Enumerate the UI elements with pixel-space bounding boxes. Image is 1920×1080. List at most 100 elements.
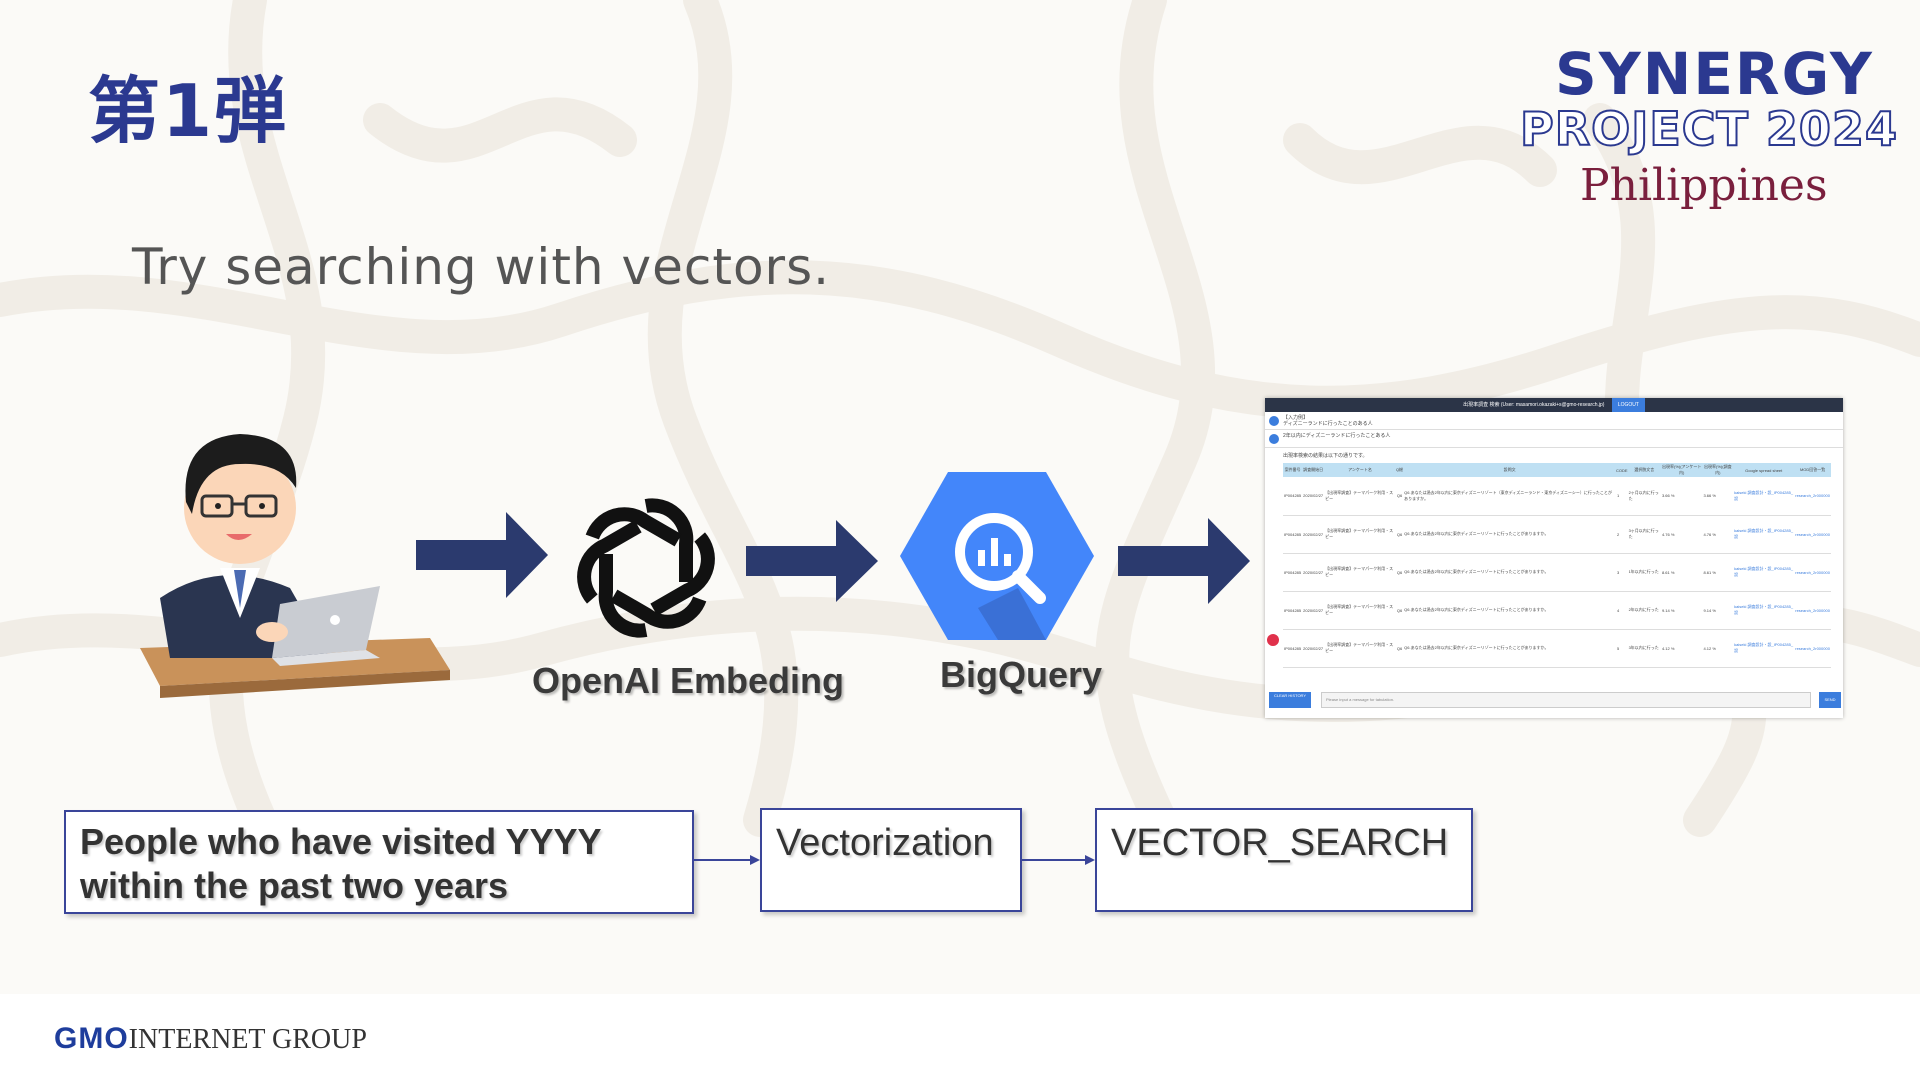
chat-message-line: 【入力例】: [1283, 415, 1309, 421]
query-line-1: People who have visited YYYY: [80, 821, 602, 862]
table-cell-q: Q6: [1395, 629, 1404, 668]
vectorization-box: Vectorization: [760, 808, 1022, 912]
table-header: Google spread sheet: [1733, 463, 1795, 477]
table-cell-choice: 1年以内に行った: [1627, 553, 1661, 592]
arrow-right-icon: [746, 520, 878, 602]
table-cell-mod[interactable]: research_2r000000: [1794, 515, 1831, 554]
table-cell-date: 2020/02/27: [1302, 629, 1325, 668]
chat-message-line: 2年以内にディズニーランドに行ったことある人: [1283, 433, 1391, 439]
table-cell-rate1: 4.76 %: [1660, 515, 1703, 554]
table-cell-mod[interactable]: research_2r000000: [1794, 477, 1831, 516]
vector-search-label: VECTOR_SEARCH: [1111, 822, 1449, 864]
user-avatar: [1269, 416, 1279, 426]
table-cell-sheet[interactable]: kaiseki 調査設計・設_IP004285_設: [1733, 553, 1795, 592]
connector-arrow-icon: [694, 855, 760, 865]
arrow-right-icon: [416, 512, 548, 598]
slide-subtitle: Try searching with vectors.: [132, 238, 831, 296]
table-header: 選択肢文言: [1627, 463, 1661, 477]
table-cell-rate1: 3.66 %: [1660, 477, 1703, 516]
table-cell-survey: 【出現率調査】テーマパーク利用・スピー: [1324, 515, 1396, 554]
table-cell-mod[interactable]: research_2r000000: [1794, 591, 1831, 630]
table-cell-sheet[interactable]: kaiseki 調査設計・設_IP004285_設: [1733, 629, 1795, 668]
slide-title: 第1弾: [88, 69, 289, 153]
table-cell-date: 2020/02/27: [1302, 477, 1325, 516]
table-cell-choice: 2年以内に行った: [1627, 591, 1661, 630]
table-cell-rate2: 8.61 %: [1702, 553, 1734, 592]
table-header: 出現率(%)(調査内): [1702, 463, 1734, 477]
table-cell-sheet[interactable]: kaiseki 調査設計・設_IP004285_設: [1733, 515, 1795, 554]
user-avatar: [1269, 434, 1279, 444]
screenshot-topbar-text: 出現率調査 検索 (User: masamori.okazaki+s@gmo-r…: [1463, 402, 1605, 408]
table-cell-code: 2: [1616, 515, 1628, 554]
table-cell-rate1: 4.12 %: [1660, 629, 1703, 668]
message-bar: CLEAR HISTORY Please input a message for…: [1269, 692, 1841, 710]
table-cell-survey: 【出現率調査】テーマパーク利用・スピー: [1324, 553, 1396, 592]
table-cell-rate2: 3.66 %: [1702, 477, 1734, 516]
table-cell-question: Q6.あなたは過去2年以内に東京ディズニーリゾート（東京ディズニーランド・東京デ…: [1403, 477, 1616, 516]
table-header: Q総: [1395, 463, 1404, 477]
table-cell-question: Q6.あなたは過去2年以内に東京ディズニーリゾートに行ったことがありますか。: [1403, 629, 1616, 668]
table-cell-q: Q6: [1395, 591, 1404, 630]
table-cell-rate2: 4.12 %: [1702, 629, 1734, 668]
table-cell-choice: 3年以内に行った: [1627, 629, 1661, 668]
table-cell-date: 2020/02/27: [1302, 591, 1325, 630]
gmo-logo: GMOINTERNET GROUP: [54, 1022, 367, 1056]
table-cell-rate2: 9.14 %: [1702, 591, 1734, 630]
table-cell-survey: 【出現率調査】テーマパーク利用・スピー: [1324, 629, 1396, 668]
table-cell-question: Q6.あなたは過去2年以内に東京ディズニーリゾートに行ったことがありますか。: [1403, 553, 1616, 592]
logout-button[interactable]: LOGOUT: [1611, 398, 1645, 412]
person-at-laptop-icon: [140, 434, 450, 698]
table-header: CODE: [1616, 463, 1628, 477]
openai-logo-icon: [577, 498, 715, 638]
table-header: 案件番号: [1283, 463, 1303, 477]
table-cell-q: Q6: [1395, 553, 1404, 592]
table-cell-id: IP004285: [1283, 629, 1303, 668]
brand-logo-project: PROJECT 2024: [1519, 101, 1898, 157]
table-cell-q: Q6: [1395, 515, 1404, 554]
chat-message-user: 2年以内にディズニーランドに行ったことある人: [1265, 430, 1843, 448]
results-screenshot: 出現率調査 検索 (User: masamori.okazaki+s@gmo-r…: [1265, 398, 1843, 718]
ai-avatar: [1267, 634, 1279, 646]
table-cell-code: 3: [1616, 553, 1628, 592]
table-cell-sheet[interactable]: kaiseki 調査設計・設_IP004285_設: [1733, 477, 1795, 516]
table-cell-choice: 3ヶ月以内に行った: [1627, 515, 1661, 554]
table-header: 設問文: [1403, 463, 1616, 477]
footer-band: [0, 994, 1920, 1080]
screenshot-topbar: 出現率調査 検索 (User: masamori.okazaki+s@gmo-r…: [1265, 398, 1843, 412]
table-cell-rate1: 8.61 %: [1660, 553, 1703, 592]
table-header: アンケート名: [1324, 463, 1396, 477]
table-cell-code: 1: [1616, 477, 1628, 516]
table-cell-question: Q6.あなたは過去2年以内に東京ディズニーリゾートに行ったことがありますか。: [1403, 515, 1616, 554]
table-header: 出現率(%)(アンケート内): [1660, 463, 1703, 477]
table-cell-date: 2020/02/27: [1302, 515, 1325, 554]
table-cell-mod[interactable]: research_2r000000: [1794, 629, 1831, 668]
clear-history-button[interactable]: CLEAR HISTORY: [1269, 692, 1311, 708]
bigquery-logo-icon: [900, 472, 1094, 640]
table-cell-mod[interactable]: research_2r000000: [1794, 553, 1831, 592]
table-cell-date: 2020/02/27: [1302, 553, 1325, 592]
bigquery-label: BigQuery: [940, 654, 1103, 695]
table-cell-code: 4: [1616, 591, 1628, 630]
table-cell-q: Q6: [1395, 477, 1404, 516]
message-input[interactable]: Please input a message for tabulation.: [1321, 692, 1811, 708]
query-line-2: within the past two years: [80, 865, 509, 906]
table-cell-id: IP004285: [1283, 515, 1303, 554]
gmo-logo-text: INTERNET GROUP: [128, 1024, 367, 1055]
table-header: MOD回答一覧: [1794, 463, 1831, 477]
table-cell-id: IP004285: [1283, 553, 1303, 592]
brand-logo-synergy: SYNERGY: [1555, 40, 1874, 108]
table-cell-rate1: 9.14 %: [1660, 591, 1703, 630]
table-cell-sheet[interactable]: kaiseki 調査設計・設_IP004285_設: [1733, 591, 1795, 630]
vectorization-label: Vectorization: [776, 822, 994, 864]
table-cell-id: IP004285: [1283, 591, 1303, 630]
table-cell-code: 5: [1616, 629, 1628, 668]
chat-message-line: ディズニーランドに行ったことのある人: [1283, 421, 1373, 427]
send-button[interactable]: SEND: [1819, 692, 1841, 708]
chat-message-user: 【入力例】 ディズニーランドに行ったことのある人: [1265, 412, 1843, 430]
openai-embedding-label: OpenAI Embeding: [532, 660, 845, 701]
table-cell-rate2: 4.76 %: [1702, 515, 1734, 554]
